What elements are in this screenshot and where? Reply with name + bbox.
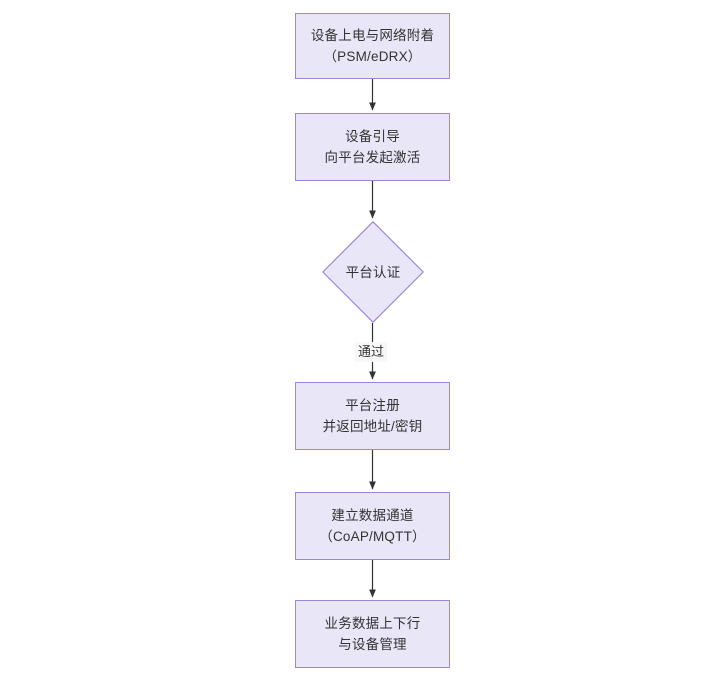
- node-platform-auth-label: 平台认证: [345, 264, 401, 280]
- node-business-data-line-1: 业务数据上下行: [324, 616, 421, 631]
- node-data-channel-line-1: 建立数据通道: [331, 508, 414, 523]
- node-platform-register-line-1: 平台注册: [345, 398, 400, 413]
- node-bootstrap[interactable]: 设备引导 向平台发起激活: [295, 113, 450, 181]
- node-platform-register-line-2: 并返回地址/密钥: [322, 419, 423, 434]
- node-bootstrap-line-2: 向平台发起激活: [324, 150, 421, 165]
- node-bootstrap-line-1: 设备引导: [345, 129, 400, 144]
- diamond-shape-icon: [322, 221, 424, 323]
- node-power-on-line-1: 设备上电与网络附着: [310, 28, 435, 43]
- node-business-data-line-2: 与设备管理: [338, 637, 407, 652]
- node-power-on-line-2: （PSM/eDRX）: [323, 49, 422, 64]
- node-platform-register[interactable]: 平台注册 并返回地址/密钥: [295, 382, 450, 450]
- node-data-channel[interactable]: 建立数据通道 （CoAP/MQTT）: [295, 492, 450, 560]
- node-data-channel-line-2: （CoAP/MQTT）: [319, 529, 426, 544]
- node-business-data[interactable]: 业务数据上下行 与设备管理: [295, 600, 450, 668]
- edge-label-pass: 通过: [355, 342, 388, 362]
- node-power-on[interactable]: 设备上电与网络附着 （PSM/eDRX）: [295, 13, 450, 79]
- edge-label-pass-text: 通过: [358, 344, 385, 359]
- node-platform-auth[interactable]: 平台认证: [322, 221, 424, 323]
